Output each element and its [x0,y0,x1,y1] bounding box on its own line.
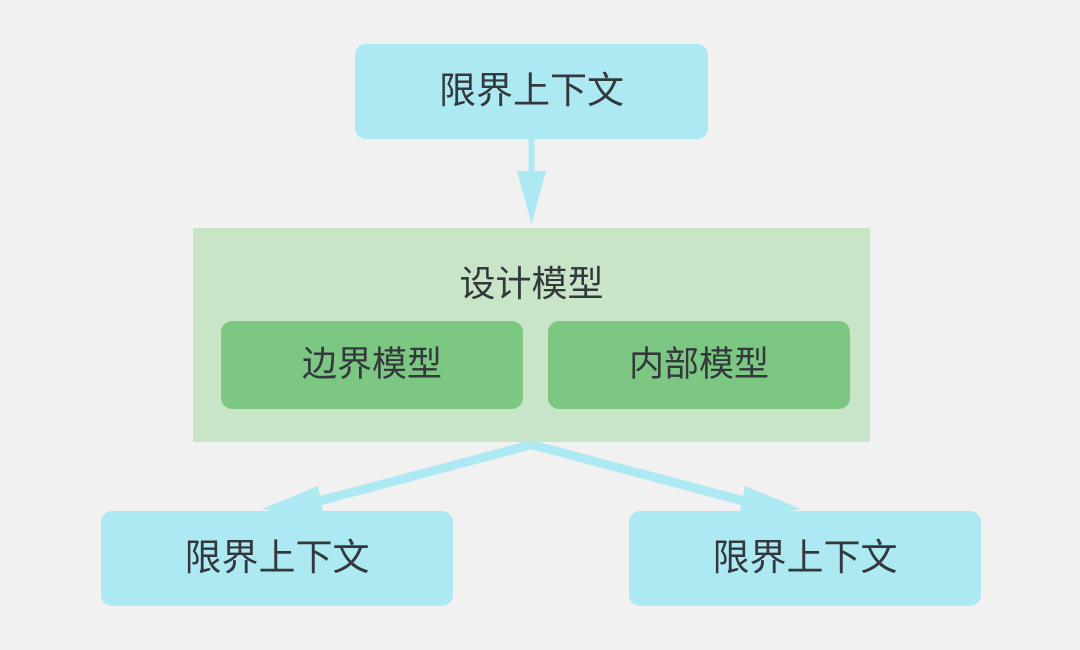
node-bottom-left-bounded-context[interactable]: 限界上下文 [101,511,453,606]
arrow-design-to-bottom-left [262,440,536,521]
node-bottom-left-bounded-context-label: 限界上下文 [184,537,370,579]
arrow-top-to-design [517,138,546,224]
node-boundary-model[interactable]: 边界模型 [221,321,523,409]
arrow-design-to-bottom-right [527,440,801,521]
node-design-model[interactable]: 设计模型 边界模型 内部模型 [193,228,870,442]
node-internal-model[interactable]: 内部模型 [548,321,850,409]
node-design-model-title: 设计模型 [459,263,604,304]
node-top-bounded-context-label: 限界上下文 [439,70,624,112]
node-top-bounded-context[interactable]: 限界上下文 [355,44,708,139]
node-bottom-right-bounded-context[interactable]: 限界上下文 [629,511,981,606]
node-internal-model-label: 内部模型 [628,344,769,384]
node-boundary-model-label: 边界模型 [301,344,442,384]
node-bottom-right-bounded-context-label: 限界上下文 [712,537,898,579]
